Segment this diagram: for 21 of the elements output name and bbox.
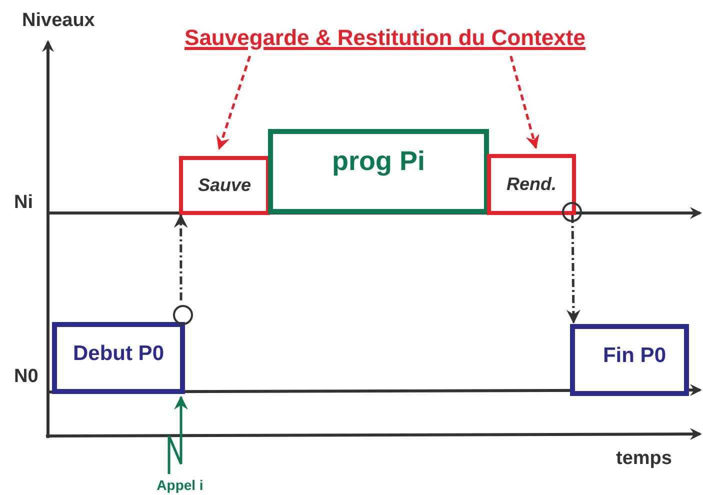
arrow [168,396,188,474]
arrow [216,56,252,150]
box-label: prog Pi [332,146,425,177]
process-box [487,154,576,215]
box-label: Debut P0 [72,342,164,366]
axis-label: Niveaux [22,10,95,32]
box-label: Fin P0 [602,344,666,368]
arrow [566,214,580,324]
box-label: Sauve [198,175,252,196]
level-label: N0 [14,366,38,388]
box-label: Rend. [506,174,556,195]
heading-text: Sauvegarde & Restitution du Contexte [184,25,586,51]
arrow [174,214,188,300]
process-box [179,156,270,215]
process-box [52,322,185,394]
process-box [268,129,489,214]
arrow [510,56,540,150]
caption-text: Appel i [156,477,204,493]
level-label: Ni [14,192,33,214]
process-box [570,324,689,396]
axis-label: temps [616,448,672,470]
